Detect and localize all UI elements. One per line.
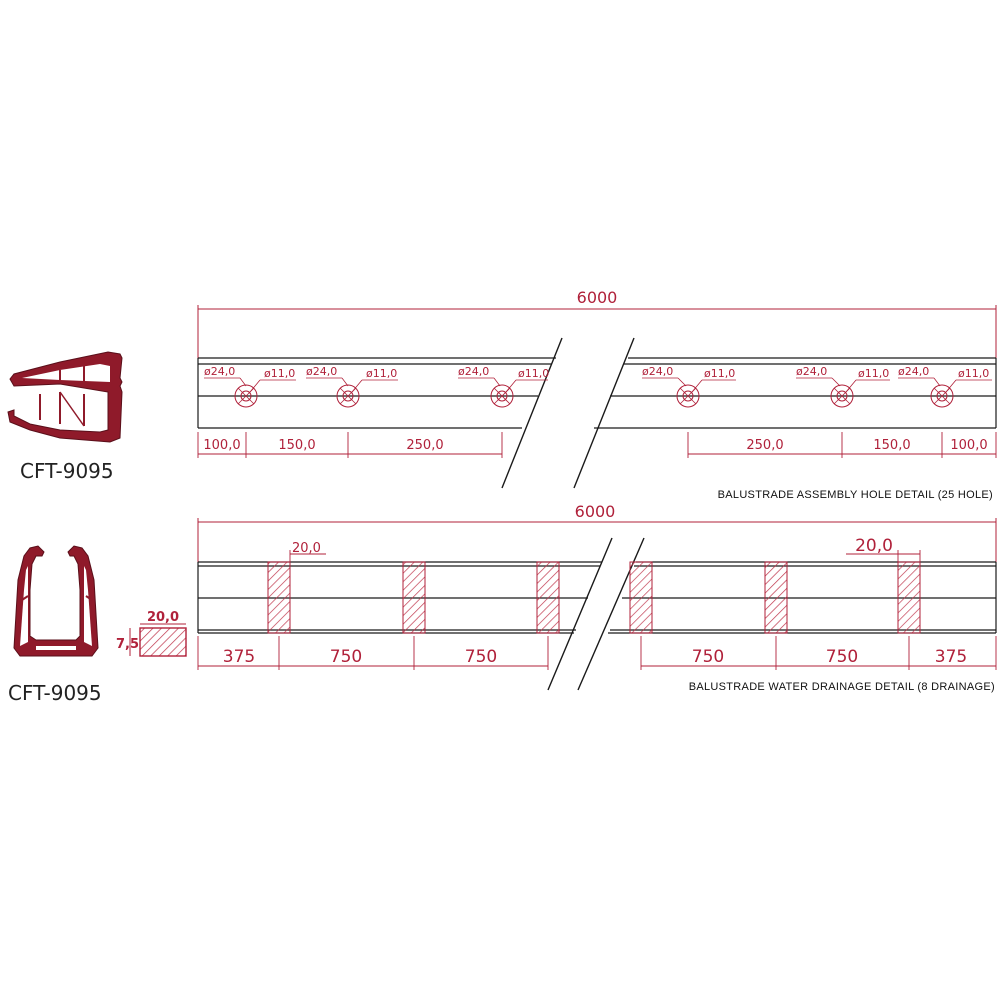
assembly-spacing-right-3: 100,0 bbox=[950, 438, 987, 453]
drainage-spacing-right-1: 750 bbox=[692, 647, 724, 667]
drainage-rail bbox=[197, 537, 997, 691]
drainage-caption: BALUSTRADE WATER DRAINAGE DETAIL (8 DRAI… bbox=[689, 681, 995, 693]
drainage-section-detail bbox=[129, 623, 187, 657]
assembly-dimension-6000 bbox=[197, 305, 997, 358]
drainage-slot bbox=[764, 561, 788, 634]
assembly-spacing-right-2: 150,0 bbox=[873, 438, 910, 453]
hole-label-outer: ø24,0 bbox=[796, 365, 827, 378]
assembly-hole bbox=[930, 384, 954, 408]
slot-width-dims bbox=[289, 550, 921, 562]
drainage-slot bbox=[629, 561, 653, 634]
hole-label-outer: ø24,0 bbox=[642, 365, 673, 378]
hole-label-inner: ø11,0 bbox=[264, 367, 295, 380]
drainage-spacing-right-2: 750 bbox=[826, 647, 858, 667]
hole-label-inner: ø11,0 bbox=[366, 367, 397, 380]
profile-cft-9095-top-section bbox=[7, 351, 123, 443]
assembly-spacing-left-3: 250,0 bbox=[406, 438, 443, 453]
profile-code-bottom: CFT-9095 bbox=[8, 681, 102, 705]
profile-cft-9095-bottom-section bbox=[13, 545, 99, 657]
drainage-spacing-right-3: 375 bbox=[935, 647, 967, 667]
drainage-spacing-left-1: 375 bbox=[223, 647, 255, 667]
section-height-label: 7,5 bbox=[116, 637, 139, 652]
hole-label-inner: ø11,0 bbox=[858, 367, 889, 380]
assembly-spacing-left-1: 100,0 bbox=[203, 438, 240, 453]
assembly-rail bbox=[197, 337, 997, 489]
drainage-slot bbox=[536, 561, 560, 634]
hole-label-inner: ø11,0 bbox=[958, 367, 989, 380]
slot-width-right: 20,0 bbox=[855, 536, 893, 556]
hole-label-outer: ø24,0 bbox=[306, 365, 337, 378]
assembly-spacing-left-2: 150,0 bbox=[278, 438, 315, 453]
hole-label-inner: ø11,0 bbox=[704, 367, 735, 380]
assembly-spacing-lines bbox=[197, 432, 997, 458]
drainage-spacing-lines bbox=[197, 636, 997, 670]
drainage-slot bbox=[402, 561, 426, 634]
drainage-spacing-left-2: 750 bbox=[330, 647, 362, 667]
drainage-slot bbox=[267, 561, 291, 634]
drainage-dimension-6000 bbox=[197, 518, 997, 562]
assembly-hole bbox=[234, 384, 258, 408]
hole-label-outer: ø24,0 bbox=[898, 365, 929, 378]
assembly-total-length: 6000 bbox=[577, 288, 618, 307]
drainage-spacing-left-3: 750 bbox=[465, 647, 497, 667]
hole-label-outer: ø24,0 bbox=[204, 365, 235, 378]
hole-leaders bbox=[204, 377, 992, 393]
hole-label-outer: ø24,0 bbox=[458, 365, 489, 378]
slot-width-left: 20,0 bbox=[292, 541, 321, 556]
assembly-caption: BALUSTRADE ASSEMBLY HOLE DETAIL (25 HOLE… bbox=[718, 489, 993, 501]
profile-code-top: CFT-9095 bbox=[20, 459, 114, 483]
drainage-slots bbox=[267, 561, 921, 634]
section-width-label: 20,0 bbox=[147, 610, 179, 625]
drainage-slot bbox=[897, 561, 921, 634]
drainage-total-length: 6000 bbox=[575, 502, 616, 521]
hole-label-inner: ø11,0 bbox=[518, 367, 549, 380]
assembly-spacing-right-1: 250,0 bbox=[746, 438, 783, 453]
